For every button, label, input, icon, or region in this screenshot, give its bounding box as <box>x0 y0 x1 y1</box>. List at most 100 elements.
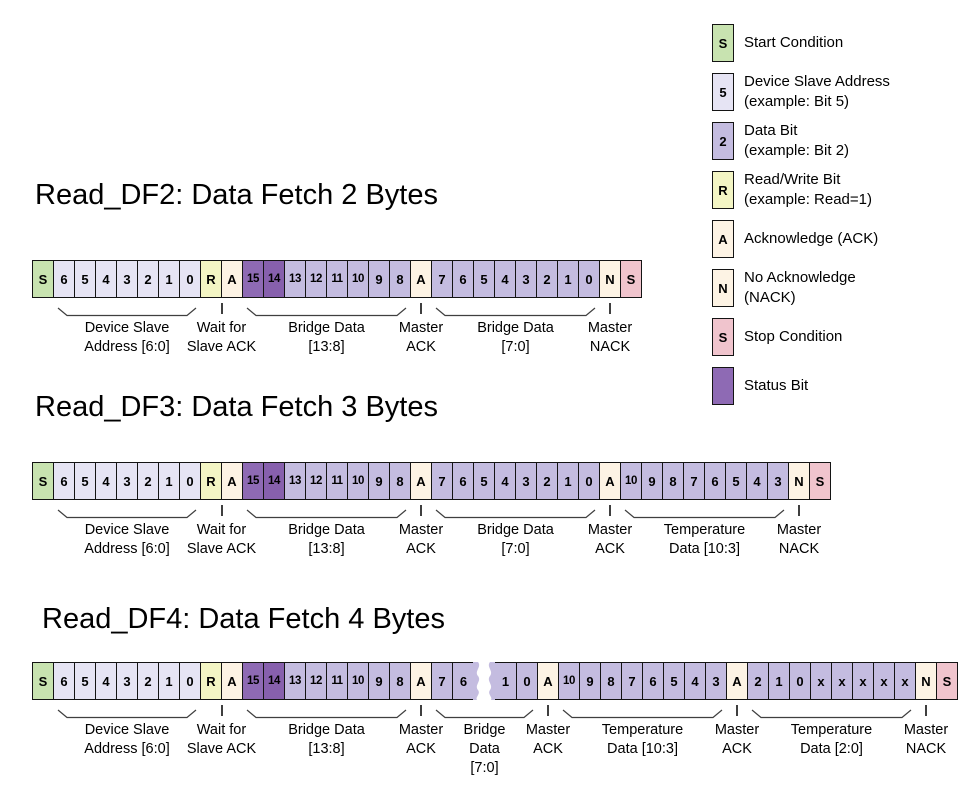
bit-label: 1 <box>564 271 572 287</box>
bit-label: 3 <box>774 473 782 489</box>
group-label-line: Device Slave <box>84 320 170 336</box>
data-bit-cell: 3 <box>515 462 537 500</box>
data-bit-cell: 13 <box>284 662 306 700</box>
group-label-line: Bridge Data <box>477 320 554 336</box>
bit-label: 0 <box>523 673 531 689</box>
group-label-line: Temperature <box>663 522 746 538</box>
bit-label: 9 <box>375 473 383 489</box>
start-condition-cell: S <box>32 662 54 700</box>
bit-label: S <box>38 673 48 689</box>
legend-label-line: Status Bit <box>744 377 809 394</box>
data-bit-cell: x <box>894 662 916 700</box>
bit-label: R <box>206 271 216 287</box>
bit-label: 13 <box>289 475 301 487</box>
group-tick <box>420 505 422 516</box>
nack-bit-cell: N <box>599 260 621 298</box>
group-label: Bridge Data[13:8] <box>288 721 365 759</box>
group-label-line: NACK <box>589 339 631 355</box>
group-label-line: Address [6:0] <box>84 339 170 355</box>
group-label-line: [7:0] <box>501 541 530 557</box>
sequence-break <box>473 662 495 700</box>
bit-label: N <box>921 673 931 689</box>
data-bit-cell: 2 <box>536 260 558 298</box>
group-brace <box>751 706 912 719</box>
legend-swatch-address-bit-cell: 5 <box>712 73 734 111</box>
data-bit-cell: 4 <box>494 462 516 500</box>
legend-label-line: (NACK) <box>744 289 796 306</box>
group-label-line: Slave ACK <box>186 339 257 355</box>
bit-label: 11 <box>331 475 343 487</box>
torn-edge-icon <box>473 662 495 700</box>
start-condition-cell: S <box>32 260 54 298</box>
bit-label: 6 <box>711 473 719 489</box>
legend-label: Acknowledge (ACK) <box>744 229 878 249</box>
bit-label: 8 <box>607 673 615 689</box>
read-write-bit-cell: R <box>200 260 222 298</box>
group-label-line: Master <box>398 320 444 336</box>
bit-label: 14 <box>268 675 280 687</box>
bit-label: 1 <box>165 473 173 489</box>
bit-label: 7 <box>438 473 446 489</box>
bit-label: x <box>880 673 888 689</box>
bit-label: 6 <box>459 673 468 689</box>
bit-label: x <box>901 673 909 689</box>
data-bit-cell: 9 <box>579 662 601 700</box>
data-bit-cell: 2 <box>536 462 558 500</box>
group-brace <box>435 506 596 519</box>
bit-label: 10 <box>352 273 364 285</box>
bit-label: A <box>416 271 426 287</box>
bit-label: 15 <box>247 675 259 687</box>
group-label-line: Master <box>587 522 633 538</box>
bit-label: A <box>416 473 426 489</box>
address-bit-cell: 3 <box>116 260 138 298</box>
group-label-line: Master <box>903 722 949 738</box>
data-bit-cell: 1 <box>557 260 579 298</box>
bit-label: 3 <box>123 271 131 287</box>
group-label-line: Temperature <box>601 722 684 738</box>
data-bit-cell: x <box>873 662 895 700</box>
group-brace <box>435 304 596 317</box>
data-bit-cell: 3 <box>705 662 727 700</box>
stop-condition-cell: S <box>620 260 642 298</box>
bit-label: 4 <box>501 473 509 489</box>
data-bit-cell: 10 <box>558 662 580 700</box>
bit-label: 1 <box>165 271 173 287</box>
bit-label: A <box>227 271 237 287</box>
legend-label-line: Acknowledge (ACK) <box>744 230 879 247</box>
bit-label: 5 <box>480 271 488 287</box>
bit-label: 12 <box>310 273 322 285</box>
bit-label: 6 <box>60 473 68 489</box>
group-label: Bridge Data[7:0] <box>477 319 554 357</box>
legend-label: No Acknowledge(NACK) <box>744 268 856 308</box>
bit-label: S <box>815 473 825 489</box>
legend-label: Read/Write Bit(example: Read=1) <box>744 170 872 210</box>
bit-label: 6 <box>459 271 467 287</box>
group-tick <box>798 505 800 516</box>
data-bit-cell: 11 <box>326 260 348 298</box>
bit-label: 9 <box>648 473 656 489</box>
address-bit-cell: 4 <box>95 462 117 500</box>
legend-label-line: (example: Read=1) <box>744 191 872 208</box>
group-label-line: ACK <box>722 741 752 757</box>
group-brace <box>246 304 407 317</box>
bit-label: x <box>859 673 867 689</box>
ack-bit-cell: A <box>221 260 243 298</box>
group-label-line: NACK <box>905 741 947 757</box>
stop-condition-cell: S <box>809 462 831 500</box>
bit-label: 12 <box>310 475 322 487</box>
bit-label: 13 <box>289 675 301 687</box>
bit-label: 12 <box>310 675 322 687</box>
bit-label: x <box>817 673 825 689</box>
legend-swatch-read-write-bit-cell: R <box>712 171 734 209</box>
group-label-line: Master <box>398 522 444 538</box>
bit-label: 9 <box>375 271 383 287</box>
group-brace <box>562 706 723 719</box>
bit-label: 3 <box>123 473 131 489</box>
group-label-line: Master <box>525 722 571 738</box>
group-tick <box>220 505 223 516</box>
address-bit-cell: 0 <box>179 260 201 298</box>
group-label-line: Master <box>587 320 633 336</box>
